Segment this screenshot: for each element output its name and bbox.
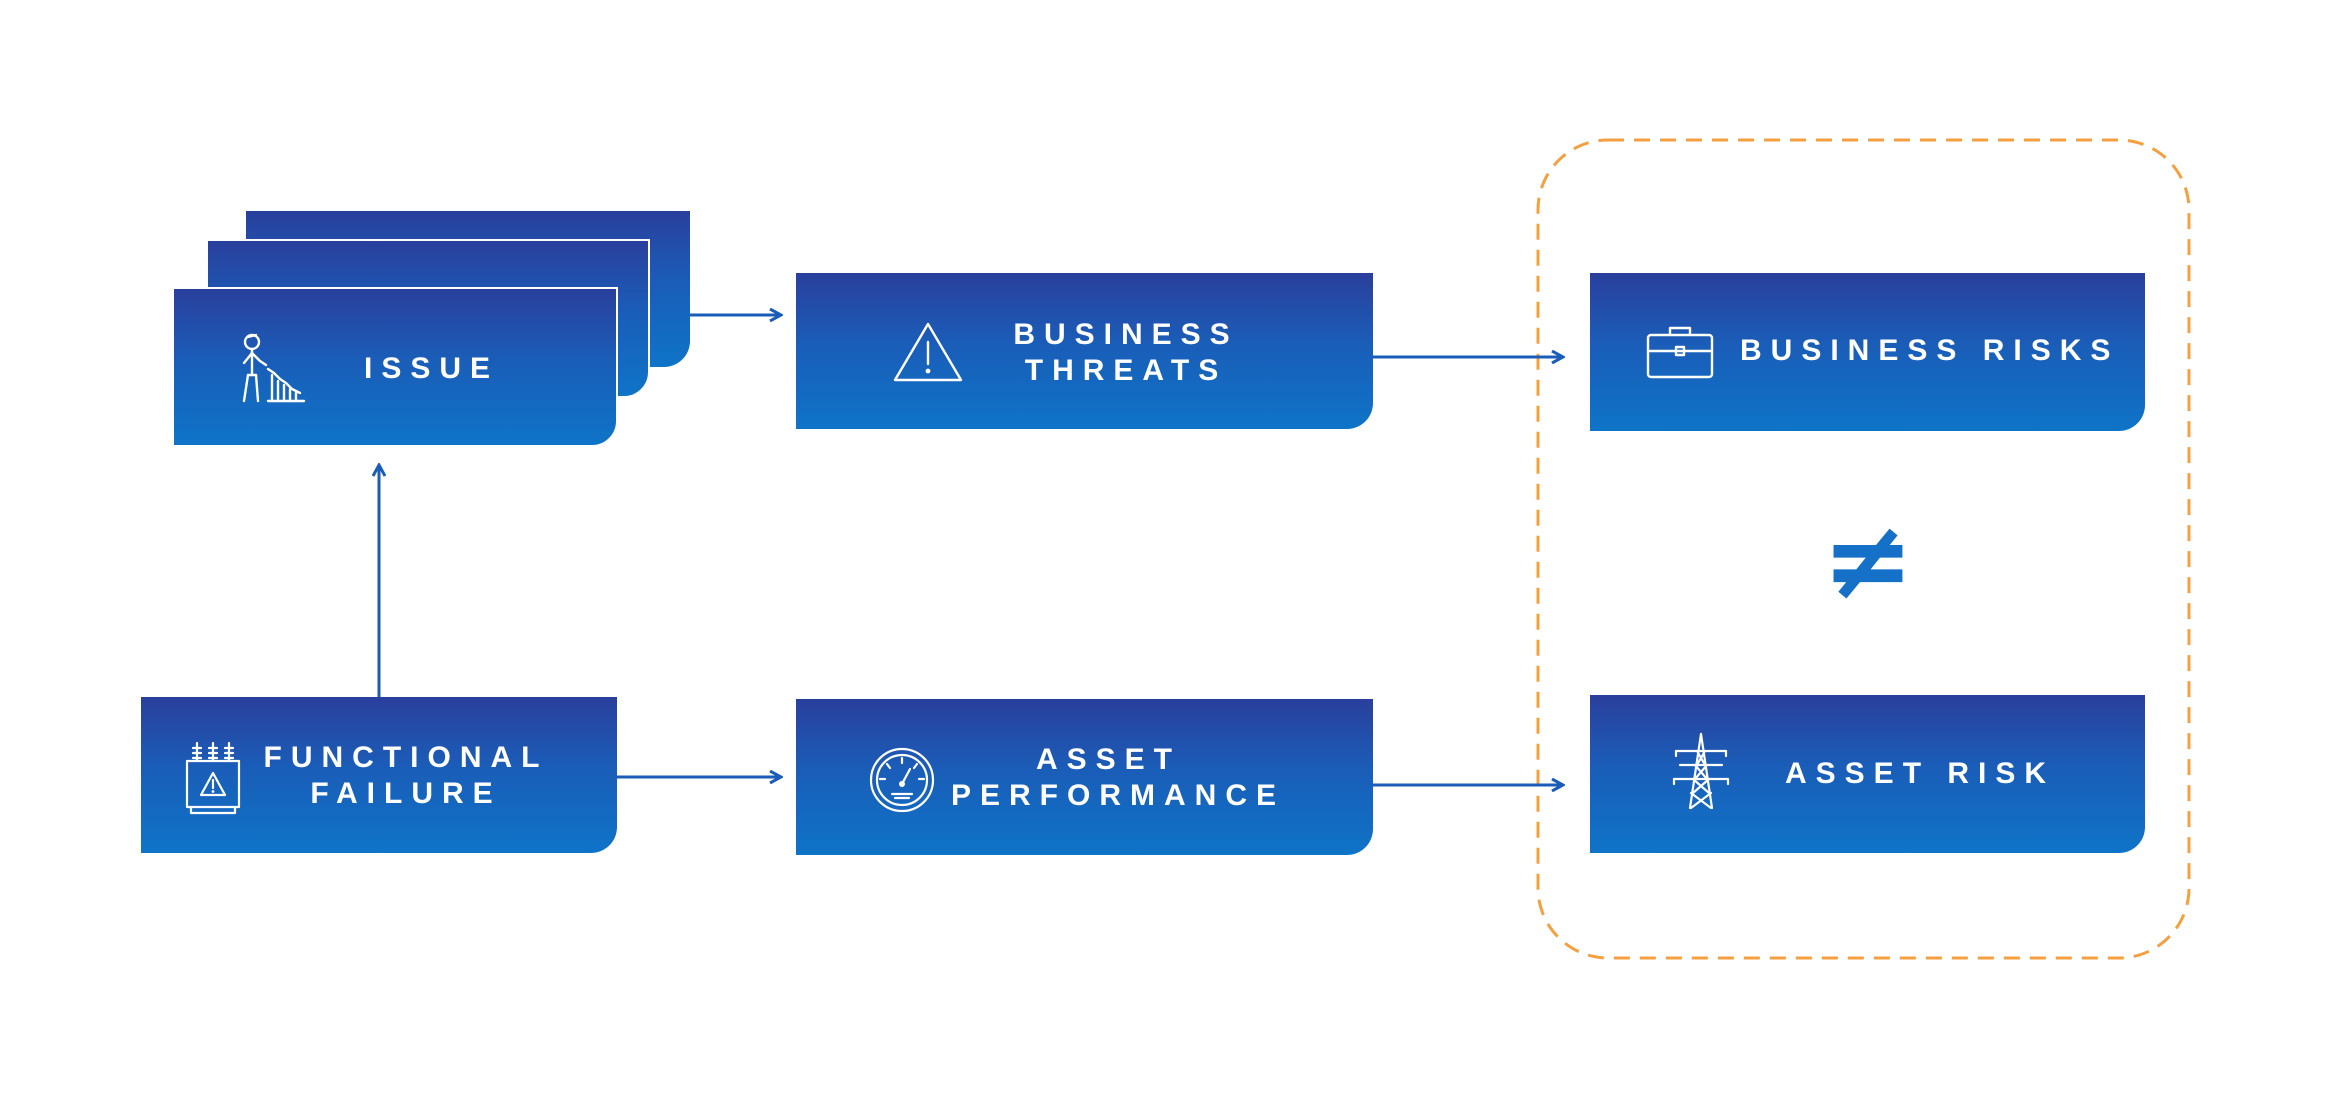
functional-failure-line2: FAILURE [310,777,502,810]
asset-performance-line2: PERFORMANCE [951,779,1286,812]
asset-performance-node: ASSET PERFORMANCE [796,699,1373,855]
power-pylon-icon [1672,732,1730,810]
business-threats-line2: THREATS [1024,354,1228,387]
transformer-warning-icon [185,741,241,815]
functional-failure-label: FUNCTIONAL FAILURE [261,740,551,812]
briefcase-icon [1646,326,1714,379]
asset-performance-label: ASSET PERFORMANCE [951,742,1286,814]
issue-node: ISSUE [172,287,618,447]
business-risks-label: BUSINESS RISKS [1740,334,2120,367]
warning-triangle-icon [893,322,963,382]
functional-failure-line1: FUNCTIONAL [263,741,549,774]
functional-failure-node: FUNCTIONAL FAILURE [141,697,617,853]
gauge-icon [869,747,935,813]
business-threats-label: BUSINESS THREATS [996,317,1256,389]
asset-performance-line1: ASSET [1035,743,1182,776]
business-threats-line1: BUSINESS [1013,318,1239,351]
asset-risk-node: ASSET RISK [1590,695,2145,853]
risk-group-dashed-border [1536,138,2191,960]
business-risks-node: BUSINESS RISKS [1590,273,2145,431]
issue-label: ISSUE [364,352,500,385]
not-equal-symbol: ≠ [1821,496,1915,624]
person-declining-chart-icon [242,333,306,403]
business-threats-node: BUSINESS THREATS [796,273,1373,429]
asset-risk-label: ASSET RISK [1785,757,2056,790]
